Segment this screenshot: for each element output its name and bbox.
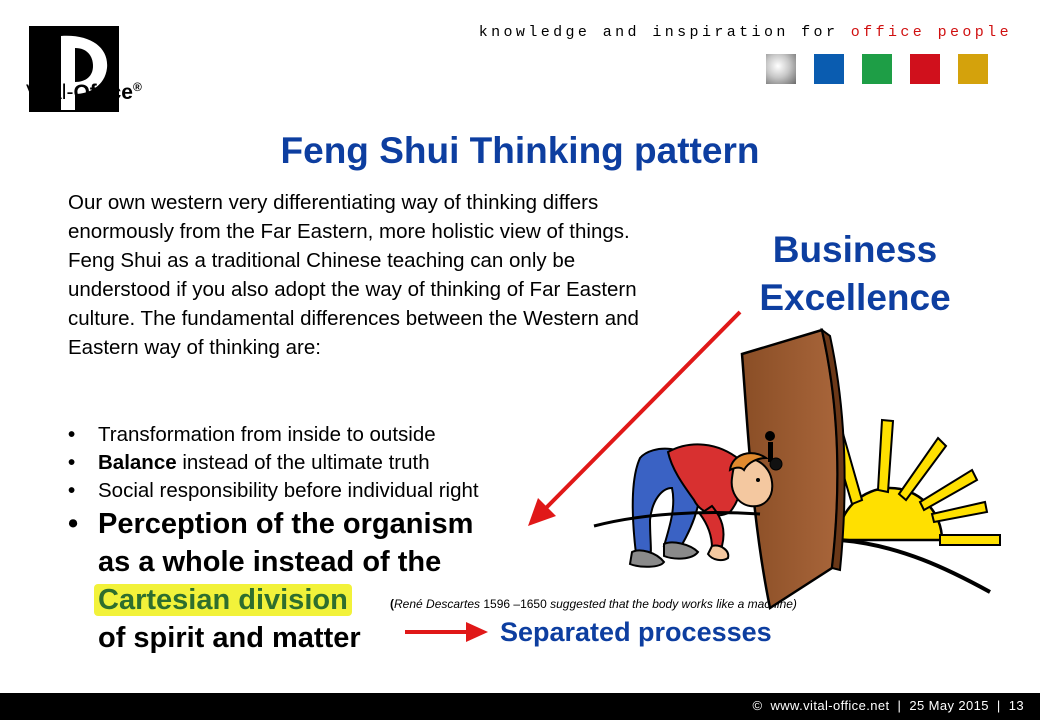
logo-registered: ® bbox=[132, 80, 142, 94]
key-bullet-line-3: Cartesian division bbox=[68, 581, 588, 619]
ground-line bbox=[839, 538, 991, 594]
note-paren: ( bbox=[390, 597, 394, 611]
swatch-blue bbox=[814, 54, 844, 84]
bullet-dot: • bbox=[68, 451, 76, 474]
note-years: 1596 –1650 bbox=[480, 597, 551, 611]
logo-word-1: Vital- bbox=[26, 81, 74, 104]
bullet-text: Social responsibility before individual … bbox=[98, 479, 479, 502]
page-number: 13 bbox=[1008, 698, 1024, 713]
logo-mark-icon bbox=[31, 28, 117, 110]
separated-processes-label: Separated processes bbox=[500, 617, 772, 647]
key-bullet-line-2: as a whole instead of the bbox=[68, 543, 588, 581]
footer-text: © www.vital-office.net | 25 May 2015 | 1… bbox=[752, 698, 1024, 713]
logo-word-2: Office bbox=[73, 81, 133, 104]
key-bullet: • Perception of the organism as a whole … bbox=[68, 505, 588, 657]
bullet-text: Transformation from inside to outside bbox=[98, 423, 436, 446]
bullet-bold-text: Balance bbox=[98, 451, 177, 474]
page-title: Feng Shui Thinking pattern bbox=[280, 130, 760, 171]
key-bullet-line-4: of spirit and matter bbox=[68, 619, 588, 657]
bullet-dot: • bbox=[68, 508, 79, 540]
business-line-2: Excellence bbox=[759, 277, 951, 318]
key-bullet-text: of spirit and matter bbox=[98, 622, 361, 654]
bullet-list: • Transformation from inside to outside … bbox=[68, 421, 588, 505]
business-line-1: Business bbox=[772, 229, 938, 270]
swatch-silver bbox=[766, 54, 796, 84]
swatch-gold bbox=[958, 54, 988, 84]
arrow-to-separated-icon bbox=[405, 622, 488, 642]
list-item: • Social responsibility before individua… bbox=[68, 477, 588, 505]
footer-date: 25 May 2015 bbox=[909, 698, 989, 713]
cartesian-highlight: Cartesian division bbox=[94, 584, 352, 616]
swatch-green bbox=[862, 54, 892, 84]
tagline-accent: office people bbox=[850, 24, 1012, 41]
bullet-dot: • bbox=[68, 479, 76, 502]
note-name: René Descartes bbox=[394, 597, 481, 611]
tagline: knowledge and inspiration for office peo… bbox=[479, 24, 1012, 41]
door-icon bbox=[740, 327, 846, 611]
list-item: • Balance instead of the ultimate truth bbox=[68, 449, 588, 477]
key-bullet-text: Perception of the organism bbox=[98, 508, 474, 540]
swatch-red bbox=[910, 54, 940, 84]
arrow-to-perception-icon bbox=[528, 310, 742, 526]
bullet-dot: • bbox=[68, 423, 76, 446]
copyright-icon: © bbox=[752, 698, 763, 713]
sun-icon bbox=[830, 418, 1001, 546]
note-text: suggested that the body works like a mac… bbox=[550, 597, 797, 611]
descartes-note: (René Descartes 1596 –1650 suggested tha… bbox=[390, 597, 797, 611]
footer-bar: © www.vital-office.net | 25 May 2015 | 1… bbox=[0, 693, 1040, 720]
man-peeking-icon bbox=[593, 443, 774, 568]
tagline-main: knowledge and inspiration for bbox=[478, 24, 851, 41]
intro-paragraph: Our own western very differentiating way… bbox=[68, 191, 639, 359]
key-bullet-text: as a whole instead of the bbox=[98, 546, 442, 578]
key-bullet-line-1: • Perception of the organism bbox=[68, 505, 588, 543]
illustration bbox=[405, 310, 1001, 642]
logo bbox=[29, 26, 119, 112]
logo-wordmark: Vital-Office® bbox=[26, 80, 142, 105]
list-item: • Transformation from inside to outside bbox=[68, 421, 588, 449]
footer-site-link[interactable]: www.vital-office.net bbox=[770, 698, 890, 713]
business-excellence-heading: Business Excellence bbox=[735, 226, 975, 322]
bullet-text: instead of the ultimate truth bbox=[176, 451, 430, 474]
